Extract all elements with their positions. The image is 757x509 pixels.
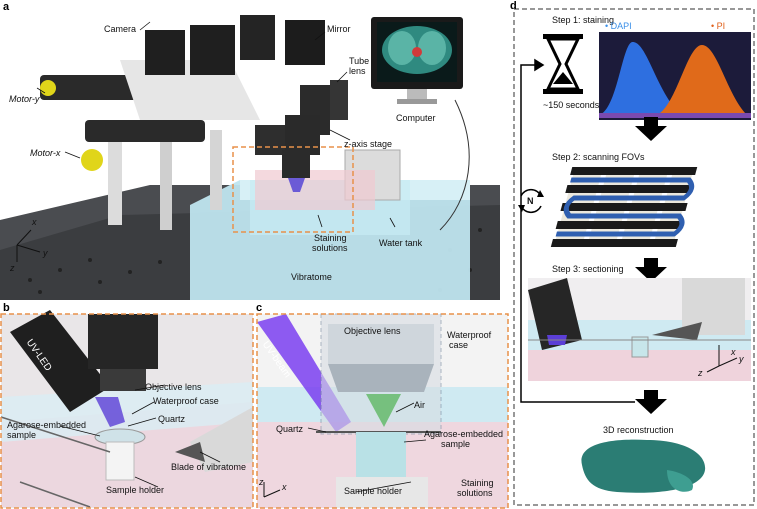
axis-x-label: x [731, 347, 736, 357]
panel-b: b UV-LED Objective lens Waterproof case … [0, 302, 254, 509]
axis-x-label: x [282, 482, 287, 492]
panel-d: d Step 1: staining • DAPI • PI ~150 seco… [507, 0, 757, 509]
step2-label: Step 2: scanning FOVs [552, 152, 645, 162]
dapi-label: • DAPI [605, 21, 632, 31]
axis-y-label: y [739, 354, 744, 364]
recon-label: 3D reconstruction [603, 425, 674, 435]
staining-label-2: solutions [457, 488, 493, 498]
computer-label: Computer [396, 113, 436, 123]
pi-label: • PI [711, 21, 726, 31]
agarose-label-2: sample [7, 430, 37, 440]
axis-x-label: x [32, 217, 37, 227]
panel-c: c Objective lens Waterproof case UV-beam… [256, 302, 510, 509]
staining-label-1: Staining [314, 233, 347, 243]
down-arrow-icon [635, 117, 667, 141]
waterproof-label: Waterproof case [153, 396, 219, 406]
panel-c-illustration [256, 313, 509, 509]
tube-lens-label-1: Tube [349, 56, 370, 66]
agarose-label-2: sample [441, 439, 471, 449]
staining-label-1: Staining [461, 478, 494, 488]
axis-z-label: z [10, 263, 15, 273]
vibratome-label: Vibratome [291, 272, 332, 282]
step3-label: Step 3: sectioning [552, 264, 624, 274]
panel-a: a Camera Mirror Tube lens Motor-y Motor-… [0, 0, 500, 300]
hourglass-icon [543, 34, 583, 94]
axis-z-label: z [698, 368, 703, 378]
z-stage-label: z-axis stage [344, 139, 393, 149]
time-label: ~150 seconds [543, 100, 600, 110]
axis-y-label: y [43, 248, 48, 258]
motor-y-label: Motor-y [9, 94, 40, 104]
mirror-label: Mirror [327, 24, 351, 34]
objective-label: Objective lens [145, 382, 202, 392]
motor-x-label: Motor-x [30, 148, 61, 158]
holder-label: Sample holder [344, 486, 403, 496]
staining-label-2: solutions [312, 243, 348, 253]
axis-z-label: z [259, 477, 264, 487]
waterproof-label-1: Waterproof [447, 330, 492, 340]
down-arrow-icon [635, 258, 667, 282]
agarose-label-1: Agarose-embedded [7, 420, 87, 430]
panel-a-letter: a [3, 1, 10, 13]
tube-lens-label-2: lens [349, 66, 366, 76]
blade-label: Blade of vibratome [171, 462, 247, 472]
panel-d-letter: d [510, 0, 517, 12]
agarose-label-1: Agarose-embedded [424, 429, 504, 439]
camera-label: Camera [104, 24, 137, 34]
panel-a-illustration [0, 15, 500, 300]
holder-label: Sample holder [106, 485, 165, 495]
panel-c-letter: c [256, 302, 263, 314]
air-label: Air [414, 400, 425, 410]
loop-icon-letter: N [527, 196, 534, 206]
down-arrow-icon [635, 390, 667, 414]
step1-label: Step 1: staining [552, 15, 615, 25]
water-tank-label: Water tank [379, 238, 423, 248]
panel-b-illustration [0, 310, 254, 509]
waterproof-label-2: case [449, 340, 469, 350]
panel-b-letter: b [3, 302, 10, 314]
quartz-label: Quartz [276, 424, 304, 434]
panel-d-illustration [513, 8, 755, 506]
quartz-label: Quartz [158, 414, 186, 424]
objective-label: Objective lens [344, 326, 401, 336]
